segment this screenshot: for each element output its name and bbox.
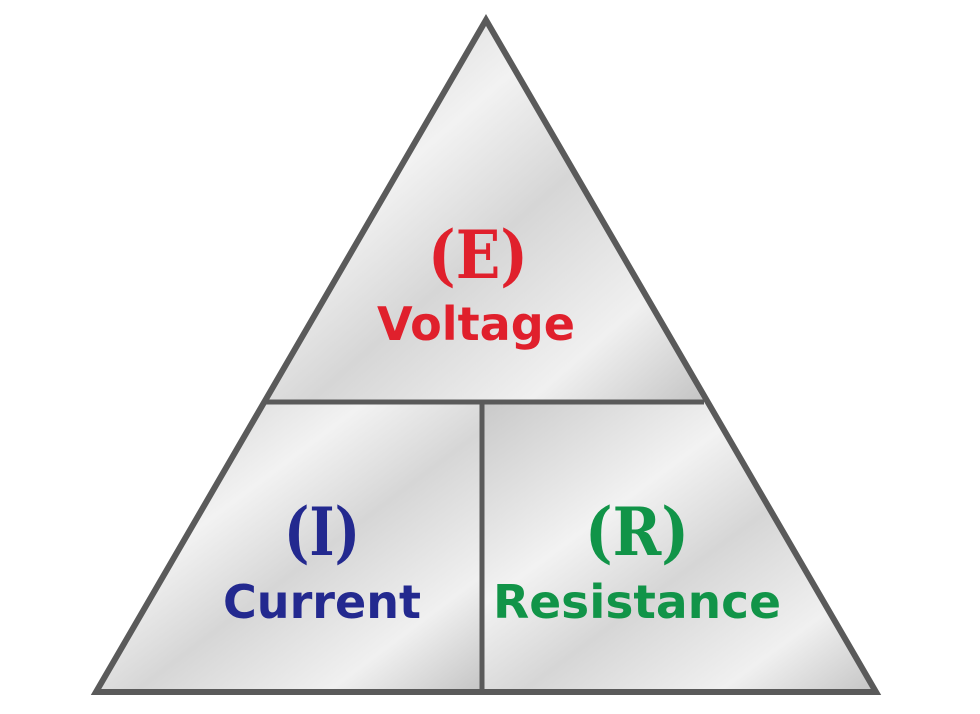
voltage-section xyxy=(265,20,704,402)
triangle-outline xyxy=(90,14,882,695)
current-section xyxy=(96,402,482,692)
current-symbol: (I) xyxy=(284,493,360,571)
voltage-label: Voltage xyxy=(377,297,575,351)
resistance-symbol: (R) xyxy=(585,493,689,571)
resistance-label: Resistance xyxy=(493,575,781,629)
current-label: Current xyxy=(223,575,421,629)
voltage-symbol: (E) xyxy=(428,216,528,294)
resistance-section xyxy=(482,402,876,692)
